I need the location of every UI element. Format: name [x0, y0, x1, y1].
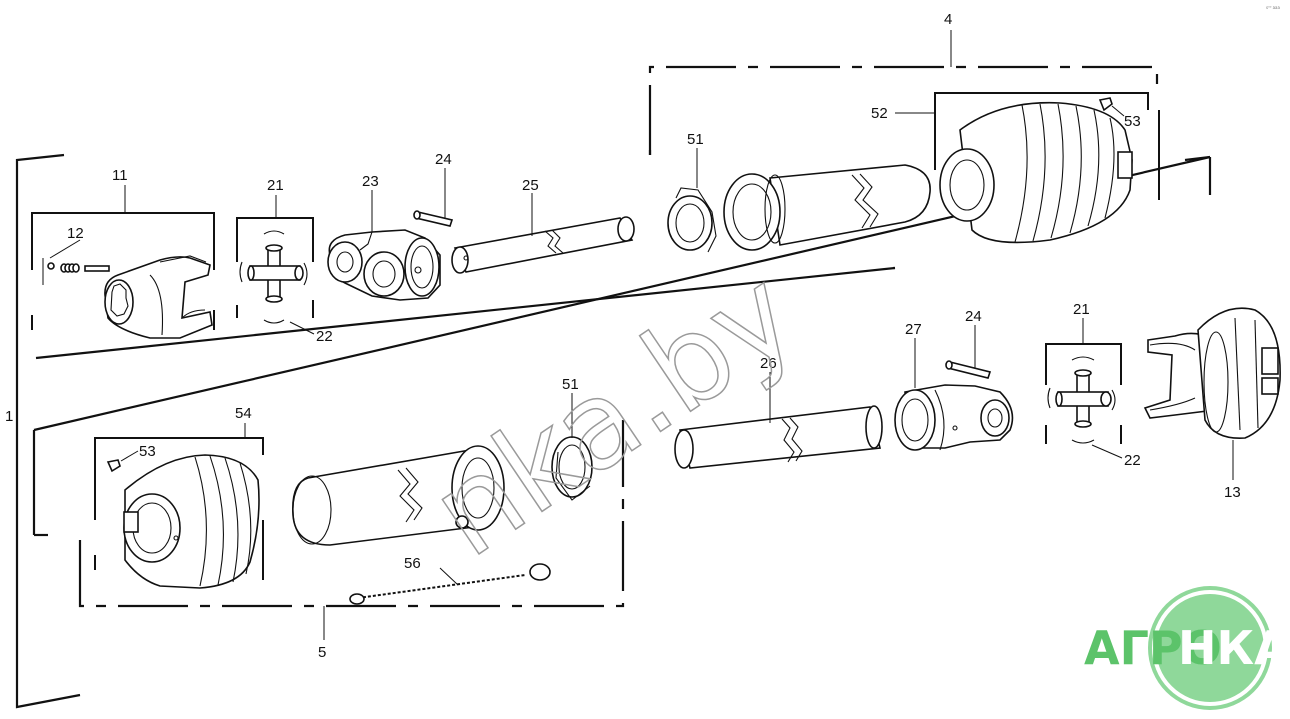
- label-tube-26: 26: [760, 355, 777, 372]
- roll-pin-24-top: [413, 210, 454, 227]
- spring-pin-set-12: [42, 239, 110, 285]
- label-circlip-22-bottom: 22: [1124, 452, 1141, 469]
- label-chain-56: 56: [404, 555, 421, 572]
- tube-26: [674, 405, 883, 469]
- yoke-13: [1143, 307, 1281, 439]
- screw-53-bottom: [106, 459, 121, 473]
- inner-yoke-27: [894, 384, 1014, 451]
- yoke-11: [104, 255, 213, 339]
- label-yoke-11: 11: [112, 167, 128, 184]
- label-guard-cone-54: 54: [235, 405, 252, 422]
- label-yoke-13: 13: [1224, 484, 1241, 501]
- screw-53-top: [1098, 97, 1113, 112]
- label-inner-yoke-27: 27: [905, 321, 922, 338]
- label-screw-53-top: 53: [1124, 113, 1141, 130]
- guard-tube-bottom: [291, 445, 505, 546]
- inner-yoke-23: [327, 229, 441, 301]
- logo-right-text: НКА: [1178, 621, 1290, 675]
- label-cross-21-top: 21: [267, 177, 284, 194]
- safety-chain-56: [349, 563, 551, 605]
- label-tube-25: 25: [522, 177, 539, 194]
- label-bearing-ring-51-bottom: 51: [562, 376, 579, 393]
- label-roll-pin-24-top: 24: [435, 151, 452, 168]
- guard-cone-54: [123, 454, 260, 589]
- assembly-4-bracket: [648, 30, 1159, 155]
- label-roll-pin-24-bottom: 24: [965, 308, 982, 325]
- cross-group-21-bottom: [1045, 318, 1122, 444]
- label-cross-21-bottom: 21: [1073, 301, 1090, 318]
- corner-mark: s⁰⁰ aaa: [1266, 5, 1280, 10]
- label-bearing-ring-51-top: 51: [687, 131, 704, 148]
- logo-left-text: АГРО: [1084, 621, 1222, 675]
- bearing-ring-51-bottom: [551, 436, 593, 501]
- roll-pin-24-bottom: [945, 360, 992, 379]
- label-assembly-1: 1: [5, 408, 13, 425]
- label-guard-cone-52: 52: [871, 105, 888, 122]
- guard-cone-52: [939, 101, 1133, 244]
- guard-cone-group-54: [94, 423, 264, 580]
- tube-25: [451, 216, 635, 274]
- yoke-group-11: [31, 185, 215, 330]
- assembly-5-bracket: [78, 420, 625, 640]
- agronka-logo: АГРО НКА: [1084, 586, 1290, 710]
- universal-cross-21-top: [239, 230, 308, 324]
- label-assembly-4: 4: [944, 11, 952, 28]
- label-screw-53-bottom: 53: [139, 443, 156, 460]
- bearing-ring-51-top: [667, 187, 717, 253]
- label-spring-pin-set-12: 12: [67, 225, 84, 242]
- cross-group-21-top: [236, 195, 314, 318]
- universal-cross-21-bottom: [1047, 356, 1116, 444]
- guard-cone-group-52: [895, 92, 1160, 200]
- label-circlip-22-top: 22: [316, 328, 333, 345]
- guard-tube-top: [723, 164, 931, 251]
- label-assembly-5: 5: [318, 644, 326, 661]
- label-inner-yoke-23: 23: [362, 173, 379, 190]
